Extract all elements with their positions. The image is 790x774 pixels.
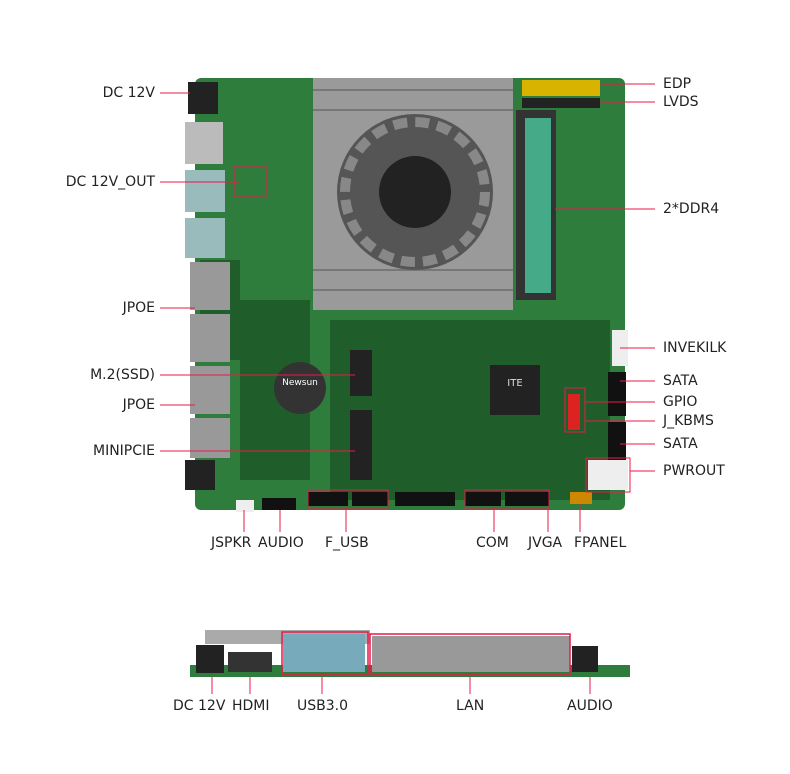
label-jpoe: JPOE [122,300,155,316]
label-gpio: GPIO [663,394,698,410]
label-dc12v-out: DC 12V_OUT [65,174,155,190]
label-io-audio: AUDIO [567,698,613,714]
io-panel-view [190,630,630,677]
label-audio: AUDIO [258,535,304,551]
label-sata: SATA [663,436,698,452]
label-jpoe: JPOE [122,397,155,413]
label-f-usb: F_USB [325,535,369,551]
ddr4-slot [525,118,551,293]
label-io-dc12v: DC 12V [173,698,226,714]
label-io-usb3: USB3.0 [297,698,349,714]
label-io-lan: LAN [456,698,485,714]
label-m2-ssd: M.2(SSD) [90,367,155,383]
label-j-kbms: J_KBMS [663,413,714,429]
cmos-battery [274,362,326,414]
label-io-hdmi: HDMI [232,698,270,714]
io-ports-left [185,82,230,490]
label-jvga: JVGA [528,535,563,551]
svg-text:Newsun: Newsun [282,378,318,388]
label-dc12v: DC 12V [102,85,155,101]
label-com: COM [476,535,509,551]
label-lvds: LVDS [663,94,699,110]
label-invekilk: INVEKILK [663,340,727,356]
leader-lines [160,83,655,694]
label-jspkr: JSPKR [211,535,252,551]
label-pwrout: PWROUT [663,463,725,479]
label-minipcie: MINIPCIE [92,443,155,459]
label-sata: SATA [663,373,698,389]
ite-chip [490,365,540,415]
label-fpanel: FPANEL [574,535,627,551]
label-ddr4: 2*DDR4 [663,201,720,217]
label-edp: EDP [663,76,692,92]
svg-text:ITE: ITE [507,378,522,389]
